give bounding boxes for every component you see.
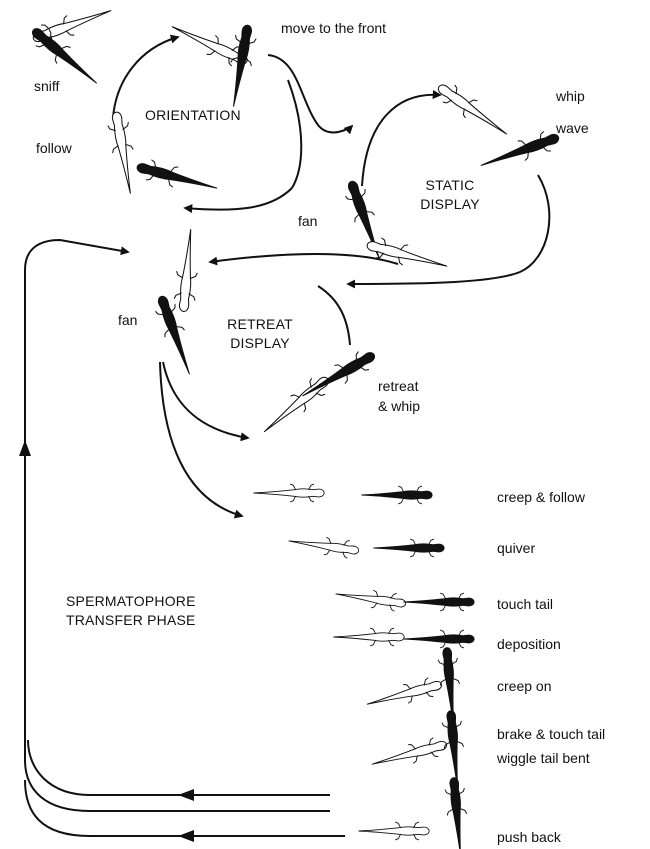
return-line-inner: [27, 739, 330, 796]
arrow-static-to-retreat: [346, 174, 551, 289]
label-move-to-front: move to the front: [281, 20, 387, 36]
label-retreat-whip-line-1: retreat: [378, 378, 419, 394]
male-salamander-brake: [440, 709, 468, 789]
phase-spermatophore-line-2: TRANSFER PHASE: [66, 612, 196, 628]
cycle-arrows: [24, 34, 551, 837]
step-touch-tail: touch tail: [497, 596, 554, 612]
phase-static-line-2: DISPLAY: [420, 196, 480, 212]
phase-static-display: STATIC DISPLAY: [413, 176, 487, 214]
phase-retreat-display: RETREAT DISPLAY: [220, 315, 300, 353]
female-salamander-creep-follow: [253, 483, 325, 503]
phase-retreat-line-2: DISPLAY: [230, 335, 290, 351]
female-salamander-retreat-whip: [257, 370, 335, 440]
female-salamander-quiver: [287, 531, 361, 560]
step-push-back: push back: [497, 829, 561, 845]
step-quiver: quiver: [497, 540, 536, 556]
male-salamander-push-back: [443, 776, 471, 849]
label-sniff: sniff: [34, 78, 60, 94]
arrow-retreat-top: [208, 252, 399, 266]
female-salamander-whip: [432, 77, 513, 143]
step-deposition: deposition: [497, 636, 561, 652]
step-brake-touch-tail: brake & touch tail: [497, 726, 606, 742]
female-salamander-touch-tail: [334, 584, 408, 613]
label-retreat-whip: retreat & whip: [378, 376, 420, 416]
male-salamander-wave: [477, 127, 563, 176]
return-arrowheads: [19, 440, 194, 842]
male-salamander-deposition: [403, 629, 475, 649]
arrow-static-loop-top: [361, 90, 442, 187]
step-creep-on: creep on: [497, 678, 552, 694]
arrow-fan-to-retreat-whip: [162, 361, 250, 442]
phase-spermatophore-line-1: SPERMATOPHORE: [66, 593, 196, 609]
female-salamander-creep-on: [364, 674, 445, 714]
phase-spermatophore-transfer: SPERMATOPHORE TRANSFER PHASE: [66, 592, 196, 630]
arrow-front-to-static: [267, 54, 354, 135]
arrow-orientation-bottom: [183, 187, 293, 214]
salamanders: [26, 0, 563, 849]
step-wiggle-tail-bent: wiggle tail bent: [497, 750, 590, 766]
arrowhead-left-up: [19, 440, 31, 456]
return-line-outer: [24, 238, 330, 812]
male-salamander-retreat-fan: [151, 292, 200, 378]
label-whip: whip: [556, 88, 585, 104]
label-retreat-whip-line-2: & whip: [378, 398, 421, 414]
phase-static-line-1: STATIC: [425, 177, 475, 193]
phase-retreat-line-1: RETREAT: [227, 316, 293, 332]
male-salamander-follow: [134, 156, 220, 199]
label-fan-retreat: fan: [118, 312, 138, 328]
arrow-retreat-loop-right: [317, 285, 351, 346]
female-salamander-follow: [105, 109, 141, 196]
label-wave: wave: [556, 120, 589, 136]
female-salamander-retreat-fan: [172, 228, 202, 313]
arrowhead-bottom-1: [178, 789, 194, 801]
step-creep-follow: creep & follow: [497, 489, 585, 505]
label-follow: follow: [36, 140, 72, 156]
male-salamander-creep-follow: [361, 485, 433, 505]
arrow-orientation-right-side: [287, 79, 303, 189]
female-salamander-brake: [369, 734, 450, 774]
label-fan-static: fan: [298, 213, 318, 229]
return-line-bottom: [24, 779, 345, 837]
female-salamander-push-back: [358, 821, 430, 841]
male-salamander-front: [222, 22, 259, 109]
female-salamander-deposition: [333, 627, 405, 647]
arrow-fan-to-transfer: [159, 361, 244, 519]
arrow-sniff-to-front: [112, 34, 180, 119]
male-salamander-touch-tail: [403, 592, 475, 612]
arrowhead-bottom-2: [178, 830, 194, 842]
male-salamander-quiver: [373, 538, 445, 558]
phase-orientation: ORIENTATION: [145, 107, 241, 123]
